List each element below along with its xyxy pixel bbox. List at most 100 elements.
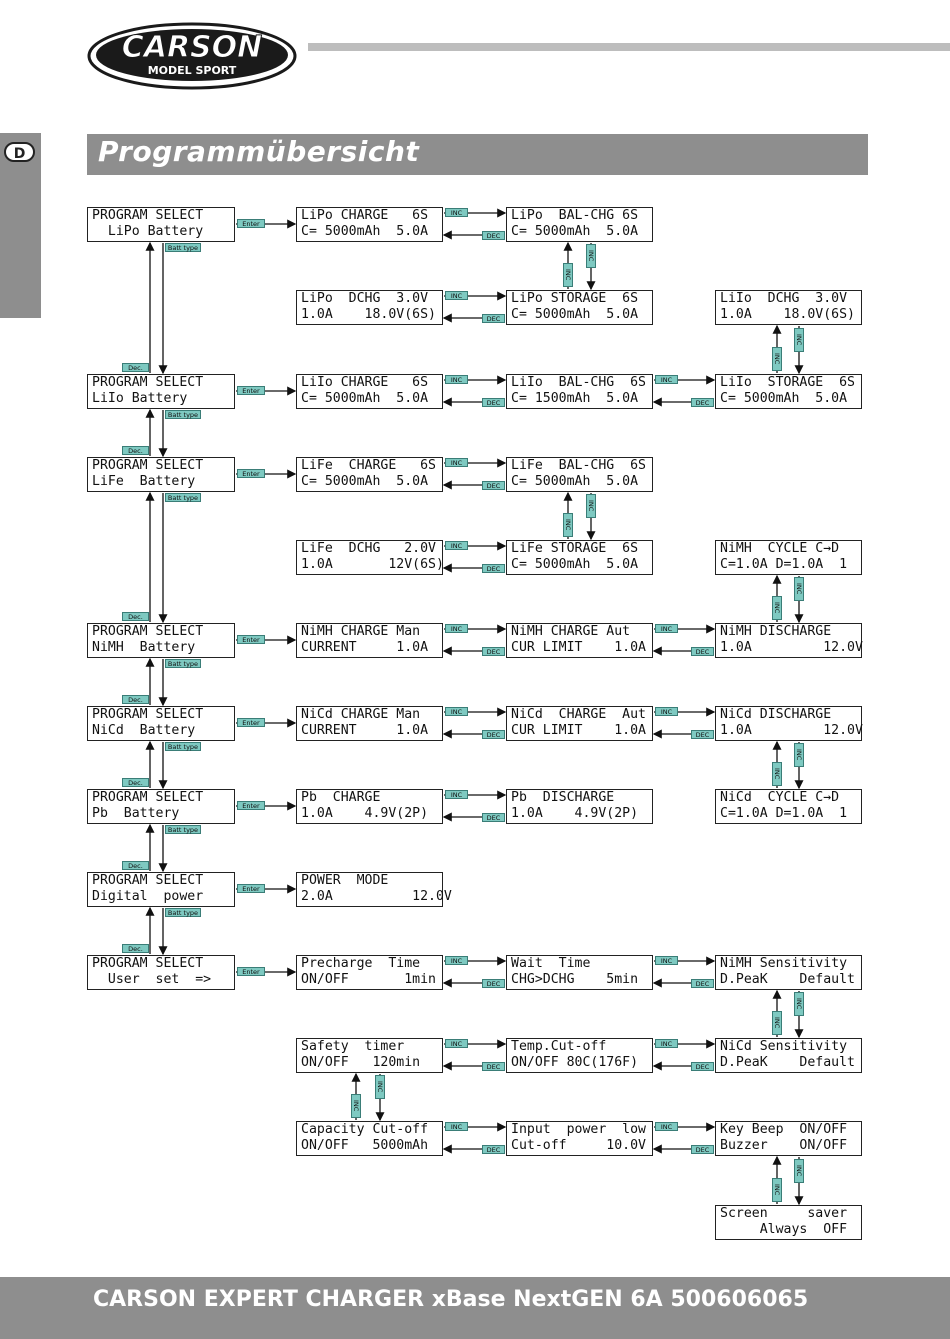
inc-label: INC — [794, 1158, 804, 1183]
language-side-tab — [0, 133, 41, 318]
enter-label: Enter — [237, 469, 265, 478]
dec-small-label: Dec. — [122, 944, 149, 953]
inc-label: INC — [794, 327, 804, 352]
lcd-line: LiPo DCHG 3.0V — [301, 291, 429, 306]
enter-label: Enter — [237, 386, 265, 395]
lcd-line: Screen saver — [720, 1206, 848, 1221]
lcd-line: LiIo CHARGE 6S — [301, 375, 429, 390]
lcd-line: 1.0A 4.9V(2P) — [511, 806, 639, 821]
lcd-line: LiIo DCHG 3.0V — [720, 291, 848, 306]
lcd-line: LiIo BAL-CHG 6S — [511, 375, 646, 390]
lcd-line: PROGRAM SELECT — [92, 624, 204, 639]
dec-label: DEC — [482, 481, 505, 490]
lcd-line: ON/OFF 80C(176F) — [511, 1055, 639, 1070]
dec-label: DEC — [482, 979, 505, 988]
dec-label: DEC — [691, 1145, 714, 1154]
inc-label: INC — [351, 1094, 361, 1118]
inc-label: INC — [586, 244, 596, 268]
lcd-line: CUR LIMIT 1.0A — [511, 640, 646, 655]
dec-label: DEC — [691, 730, 714, 739]
lcd-line: LiFe DCHG 2.0V — [301, 541, 436, 556]
dec-label: DEC — [691, 1062, 714, 1071]
inc-label: INC — [772, 596, 782, 620]
dec-label: DEC — [691, 979, 714, 988]
lcd-line: NiMH CYCLE C→D — [720, 541, 840, 556]
lcd-line: NiMH CHARGE Aut — [511, 624, 631, 639]
inc-label: INC — [772, 346, 782, 371]
lcd-line: Pb DISCHARGE — [511, 790, 615, 805]
inc-label: INC — [794, 577, 804, 601]
inc-label: INC — [655, 707, 678, 716]
inc-label: INC — [445, 291, 468, 300]
dec-small-label: Dec. — [122, 778, 149, 787]
inc-label: INC — [563, 513, 573, 537]
header-rule — [308, 43, 950, 51]
lcd-line: PROGRAM SELECT — [92, 458, 204, 473]
dec-small-label: Dec. — [122, 612, 149, 621]
title-bar — [87, 134, 868, 175]
lcd-line: Precharge Time — [301, 956, 421, 971]
lcd-line: PROGRAM SELECT — [92, 790, 204, 805]
batt-type-label: Batt type — [165, 825, 201, 834]
inc-label: INC — [563, 263, 573, 287]
batt-type-label: Batt type — [165, 742, 201, 751]
inc-label: INC — [445, 375, 468, 384]
inc-label: INC — [445, 458, 468, 467]
dec-small-label: Dec. — [122, 446, 149, 455]
inc-label: INC — [655, 624, 678, 633]
lcd-line: PROGRAM SELECT — [92, 707, 204, 722]
lcd-line: CUR LIMIT 1.0A — [511, 723, 646, 738]
lcd-line: NiMH Battery — [92, 640, 196, 655]
language-badge: D — [4, 142, 35, 162]
lcd-line: C= 5000mAh 5.0A — [720, 391, 848, 406]
lcd-line: LiPo STORAGE 6S — [511, 291, 639, 306]
inc-label: INC — [794, 992, 804, 1016]
lcd-line: NiMH Sensitivity — [720, 956, 848, 971]
lcd-line: Capacity Cut-off — [301, 1122, 429, 1137]
inc-label: INC — [772, 1177, 782, 1202]
dec-small-label: Dec. — [122, 695, 149, 704]
lcd-line: C=1.0A D=1.0A 1 — [720, 557, 848, 572]
footer-product-name: CARSON EXPERT CHARGER xBase NextGEN 6A 5… — [93, 1287, 809, 1312]
lcd-line: Key Beep ON/OFF — [720, 1122, 848, 1137]
lcd-line: D.PeaK Default — [720, 1055, 855, 1070]
lcd-line: C=1.0A D=1.0A 1 — [720, 806, 848, 821]
inc-label: INC — [655, 375, 678, 384]
dec-label: DEC — [482, 1145, 505, 1154]
lcd-line: CHG>DCHG 5min — [511, 972, 639, 987]
lcd-line: LiPo CHARGE 6S — [301, 208, 429, 223]
lcd-line: Always OFF — [720, 1222, 848, 1237]
lcd-line: LiPo BAL-CHG 6S — [511, 208, 639, 223]
inc-label: INC — [772, 1011, 782, 1035]
lcd-line: PROGRAM SELECT — [92, 956, 204, 971]
lcd-line: LiFe CHARGE 6S — [301, 458, 436, 473]
lcd-line: Buzzer ON/OFF — [720, 1138, 848, 1153]
lcd-line: LiFe BAL-CHG 6S — [511, 458, 646, 473]
lcd-line: Cut-off 10.0V — [511, 1138, 646, 1153]
lcd-line: Pb CHARGE — [301, 790, 381, 805]
lcd-line: Pb Battery — [92, 806, 180, 821]
lcd-line: NiCd CHARGE Aut — [511, 707, 646, 722]
lcd-line: LiIo STORAGE 6S — [720, 375, 855, 390]
lcd-line: 2.0A 12.0V — [301, 889, 452, 904]
